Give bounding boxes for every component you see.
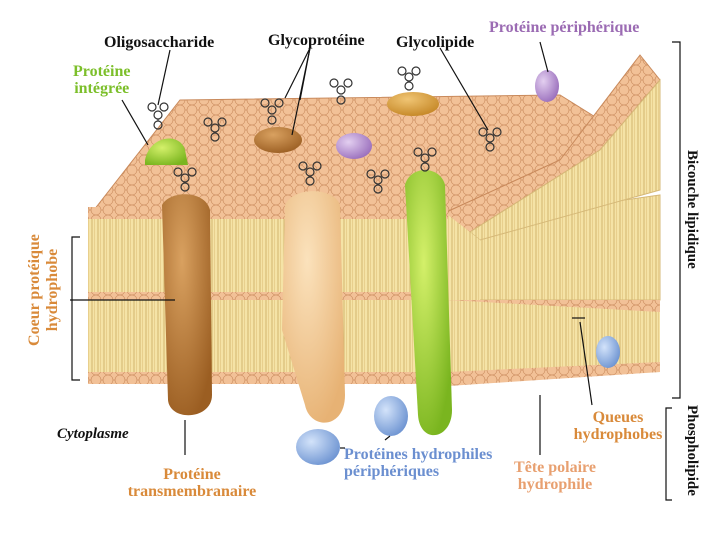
protein-hydrophile-2	[374, 396, 408, 436]
protein-transmembranaire	[162, 194, 212, 416]
protein-peripherique	[535, 70, 559, 102]
label-transmembranaire-line1: Protéine	[163, 466, 221, 483]
label-tete-polaire: Tête polaire hydrophile	[500, 459, 610, 494]
protein-integree	[145, 138, 188, 165]
label-proteines-hydrophiles: Protéines hydrophiles périphériques	[344, 446, 493, 481]
label-tete-line2: hydrophile	[517, 475, 593, 493]
label-oligosaccharide: Oligosaccharide	[104, 34, 215, 51]
label-coeur-line1: Coeur protéique	[26, 234, 43, 346]
label-coeur-line2: hydrophobe	[44, 248, 61, 332]
label-hydrophiles-line2: périphériques	[344, 462, 440, 480]
label-bicouche-lipidique: Bicouche lipidique	[684, 150, 700, 269]
protein-glycoproteine-large	[282, 191, 345, 423]
label-phospholipide: Phospholipide	[684, 405, 700, 496]
label-queues-line1: Queues	[592, 409, 644, 426]
label-proteine-integree: Protéine intégrée	[73, 63, 131, 98]
label-hydrophiles-line1: Protéines hydrophiles	[344, 446, 493, 463]
label-glycoproteine: Glycoprotéine	[268, 32, 365, 49]
label-transmembranaire-line2: transmembranaire	[127, 482, 257, 500]
label-proteine-integree-line2: intégrée	[74, 79, 130, 97]
label-queues-hydrophobes: Queues hydrophobes	[568, 409, 668, 444]
label-tete-line1: Tête polaire	[514, 459, 596, 476]
protein-hydrophile-1	[296, 429, 340, 465]
sugar-chains	[147, 66, 502, 194]
protein-purple-center	[336, 133, 372, 159]
label-cytoplasme: Cytoplasme	[57, 426, 129, 442]
protein-top-brown	[254, 127, 302, 153]
label-proteine-peripherique: Protéine périphérique	[489, 19, 640, 36]
label-glycolipide: Glycolipide	[396, 34, 475, 51]
protein-green-transmembrane	[405, 170, 452, 436]
protein-glycolipide-bump	[387, 92, 439, 116]
leader-lines	[70, 41, 681, 501]
label-proteine-transmembranaire: Protéine transmembranaire	[117, 466, 267, 501]
label-coeur-proteique: Coeur protéique hydrophobe	[26, 200, 62, 380]
label-queues-line2: hydrophobes	[573, 425, 663, 443]
label-proteine-integree-line1: Protéine	[73, 63, 131, 80]
protein-hydrophile-3	[596, 336, 620, 368]
